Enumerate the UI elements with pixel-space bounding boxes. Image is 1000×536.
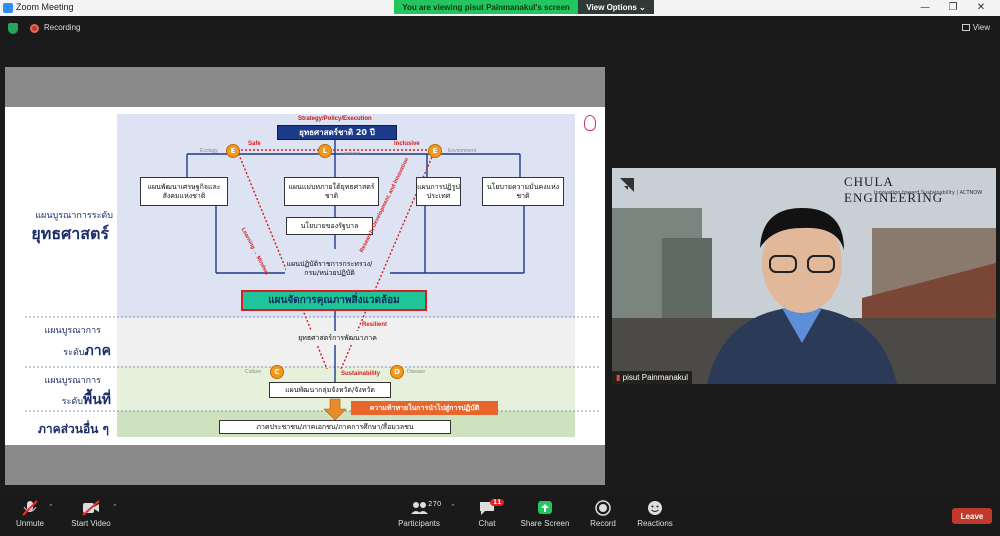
strategic-label-line1: แผนบูรณาการระดับ [35, 211, 113, 221]
restore-button[interactable]: ❐ [948, 2, 958, 13]
circle-e2: E [428, 144, 442, 158]
grid-view-icon [961, 24, 970, 31]
participant-name-label: pisut Painmanakul [622, 373, 688, 382]
action-plan-box: แผนปฏิบัติราชการกระทรวง/กรม/หน่วยปฏิบัติ [286, 249, 373, 289]
brand-logo: CHULA ENGINEERING [844, 174, 944, 205]
share-screen-label: Share Screen [520, 519, 570, 528]
record-label: Record [590, 519, 616, 528]
minimize-button[interactable]: — [920, 2, 930, 13]
circle-c: C [270, 365, 284, 379]
strategic-label-line2: ยุทธศาสตร์ [31, 224, 109, 243]
env-plan-box: แผนจัดการคุณภาพสิ่งแวดล้อม [241, 290, 427, 311]
participant-video[interactable]: CHULA ENGINEERING Innovation toward Sust… [612, 168, 996, 384]
screen-share-banner: You are viewing pisut Painmanakul's scre… [394, 0, 654, 14]
circle-d: D [390, 365, 404, 379]
inclusive-label: Inclusive [394, 141, 420, 147]
participants-icon [410, 500, 428, 516]
recording-label: Recording [44, 23, 81, 32]
environment-label: Environment [448, 148, 477, 154]
reactions-smiley-icon [646, 500, 664, 516]
chat-label: Chat [478, 519, 496, 528]
window-title: Zoom Meeting [16, 2, 74, 12]
video-scene [612, 168, 996, 384]
economic-plan-box: แผนพัฒนาเศรษฐกิจและสังคมแห่งชาติ [140, 177, 228, 206]
video-options-caret-icon[interactable]: ⌃ [112, 503, 118, 511]
start-video-button[interactable]: Start Video [68, 500, 114, 528]
share-screen-button[interactable]: Share Screen [518, 500, 572, 528]
top-label: Strategy/Policy/Execution [298, 116, 372, 122]
unmute-label: Unmute [15, 519, 44, 528]
zoom-logo-icon [3, 3, 13, 13]
participants-label: Participants [398, 519, 440, 528]
area-level-prefix: ระดับ [61, 397, 83, 407]
participants-count: 270 [428, 500, 442, 508]
challenge-label: ความท้าทายในการนำไปสู่การปฏิบัติ [351, 401, 498, 415]
video-off-icon [82, 500, 100, 516]
area-label-line1: แผนบูรณาการ [44, 376, 101, 386]
unmute-button[interactable]: Unmute [12, 500, 48, 528]
presentation-slide: Strategy/Policy/Execution ยุทธศาสตร์ชาติ… [5, 107, 605, 445]
security-policy-box: นโยบายความมั่นคงแห่งชาติ [482, 177, 564, 206]
regional-label-line2: ระดับภาค [5, 340, 111, 362]
chevron-down-icon: ⌄ [639, 2, 646, 12]
chula-crest-icon [584, 115, 596, 131]
landuse-label: Landuse [341, 151, 361, 157]
regional-label-line1: แผนบูรณาการ [44, 326, 101, 336]
reform-plan-box: แผนการปฏิรูปประเทศ [416, 177, 461, 206]
reactions-button[interactable]: Reactions [636, 500, 674, 528]
participants-caret-icon[interactable]: ⌃ [450, 503, 456, 511]
reactions-label: Reactions [637, 519, 673, 528]
mic-muted-icon: ▮ [616, 373, 623, 382]
strategy-title-box: ยุทธศาสตร์ชาติ 20 ปี [277, 125, 397, 140]
area-label-line2: ระดับพื้นที่ [5, 389, 111, 411]
government-policy-box: นโยบายของรัฐบาล [286, 217, 373, 235]
meeting-toolbar: Unmute ⌃ Start Video ⌃ Participants 270 … [0, 496, 1000, 536]
close-button[interactable]: ✕ [976, 2, 986, 13]
share-screen-icon [536, 500, 554, 516]
regional-level-prefix: ระดับ [63, 348, 85, 358]
culture-label: Culture [245, 369, 262, 375]
view-label: View [972, 23, 990, 32]
circle-l: L [318, 144, 332, 158]
master-plan-box: แผนแม่บทภายใต้ยุทธศาสตร์ชาติ [284, 177, 379, 206]
area-plan-box: แผนพัฒนากลุ่มจังหวัด/จังหวัด [269, 382, 391, 398]
mic-muted-icon [21, 500, 39, 516]
start-video-label: Start Video [71, 519, 111, 528]
resilient-label: Resilient [362, 322, 388, 328]
viewing-label: You are viewing pisut Painmanakul's scre… [394, 0, 578, 14]
safe-label: Safe [248, 141, 261, 147]
sustainability-label: Sustainability [341, 371, 381, 377]
regional-plan-box: ยุทธศาสตร์การพัฒนาภาค [280, 331, 395, 345]
area-level-word: พื้นที่ [82, 392, 111, 408]
disease-label: Disease [407, 369, 426, 375]
brand-tagline: Innovation toward Sustainability | ACTNO… [874, 190, 983, 196]
leave-button[interactable]: Leave [952, 508, 992, 524]
view-options-label: View Options [586, 2, 637, 12]
participant-name: ▮ pisut Painmanakul [612, 371, 692, 384]
ecology-label: Ecology [200, 148, 218, 154]
record-button[interactable]: Record [588, 500, 618, 528]
recording-icon [30, 24, 39, 33]
security-shield-icon[interactable] [8, 23, 18, 34]
other-plan-box: ภาคประชาชน/ภาคเอกชน/ภาคการศึกษา/สื่อมวลช… [219, 420, 451, 434]
other-label: ภาคส่วนอื่น ๆ [38, 422, 109, 436]
view-options-button[interactable]: View Options ⌄ [578, 0, 654, 14]
audio-options-caret-icon[interactable]: ⌃ [48, 503, 54, 511]
chat-badge: 11 [490, 499, 505, 506]
meeting-topbar: Recording View [0, 16, 1000, 40]
regional-level-word: ภาค [84, 343, 111, 359]
view-button[interactable]: View [961, 23, 990, 32]
participants-button[interactable]: Participants [396, 500, 442, 528]
record-icon [594, 500, 612, 516]
circle-e1: E [226, 144, 240, 158]
